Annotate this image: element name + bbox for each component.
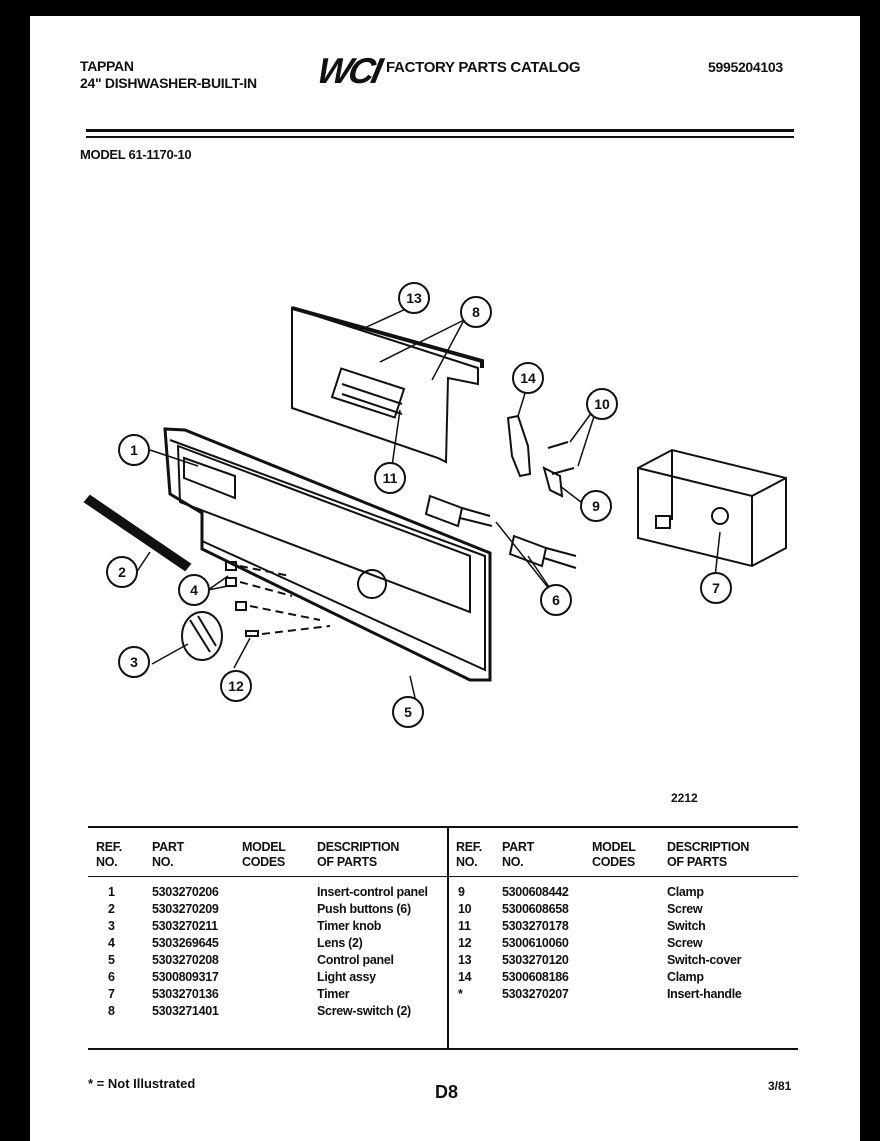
clamp-14-part — [506, 414, 532, 478]
lens-part — [225, 561, 237, 571]
table-divider — [447, 826, 449, 1050]
push-buttons-part — [83, 494, 192, 572]
svg-text:7: 7 — [712, 580, 720, 596]
svg-text:4: 4 — [190, 582, 198, 598]
screw-10-part — [547, 441, 575, 475]
model-number: MODEL 61-1170-10 — [80, 147, 192, 162]
brand-name: TAPPAN — [80, 58, 134, 74]
table-rule-header — [88, 876, 798, 877]
svg-text:3: 3 — [130, 654, 138, 670]
header-ref: REF.NO. — [96, 840, 122, 869]
svg-text:5: 5 — [404, 704, 412, 720]
callout-2: 2 — [106, 556, 138, 588]
callout-8: 8 — [460, 296, 492, 328]
table-rule-bottom — [88, 1048, 798, 1050]
timer-part — [637, 448, 787, 568]
callout-7: 7 — [700, 572, 732, 604]
callout-4: 4 — [178, 574, 210, 606]
callout-14: 14 — [512, 362, 544, 394]
screw-part — [245, 630, 259, 637]
document-number: 5995204103 — [708, 59, 783, 75]
callout-6: 6 — [540, 584, 572, 616]
svg-text:10: 10 — [594, 396, 610, 412]
callout-10: 10 — [586, 388, 618, 420]
header-rule-bottom — [86, 136, 794, 138]
catalog-sheet: TAPPAN 24" DISHWASHER-BUILT-IN WCI FACTO… — [30, 16, 860, 1141]
svg-text:9: 9 — [592, 498, 600, 514]
svg-text:14: 14 — [520, 370, 536, 386]
catalog-date: 3/81 — [768, 1079, 792, 1093]
callout-3: 3 — [118, 646, 150, 678]
header-ref: REF.NO. — [456, 840, 482, 869]
callout-9: 9 — [580, 490, 612, 522]
brand-block: TAPPAN 24" DISHWASHER-BUILT-IN — [80, 58, 257, 92]
svg-text:12: 12 — [228, 678, 244, 694]
header-rule-top — [86, 129, 794, 132]
callout-13: 13 — [398, 282, 430, 314]
page-label: D8 — [435, 1082, 459, 1102]
svg-text:8: 8 — [472, 304, 480, 320]
product-name: 24" DISHWASHER-BUILT-IN — [80, 75, 257, 91]
svg-text:13: 13 — [406, 290, 422, 306]
svg-text:6: 6 — [552, 592, 560, 608]
figure-number: 2212 — [671, 791, 698, 805]
callout-5: 5 — [392, 696, 424, 728]
callout-12: 12 — [220, 670, 252, 702]
light-assy-part — [424, 494, 493, 528]
svg-text:11: 11 — [383, 470, 398, 486]
catalog-title: FACTORY PARTS CATALOG — [386, 59, 581, 76]
callout-1: 1 — [118, 434, 150, 466]
callout-11: 11 — [374, 462, 406, 494]
table-rule-top — [88, 826, 798, 828]
svg-text:1: 1 — [130, 442, 138, 458]
exploded-parts-diagram: 1 2 3 4 5 6 7 8 9 10 11 12 13 14 — [83, 282, 787, 728]
switch-cover-part — [291, 306, 479, 464]
timer-knob-part — [181, 611, 223, 661]
svg-text:2: 2 — [118, 564, 126, 580]
footnote: * = Not Illustrated — [88, 1076, 196, 1091]
